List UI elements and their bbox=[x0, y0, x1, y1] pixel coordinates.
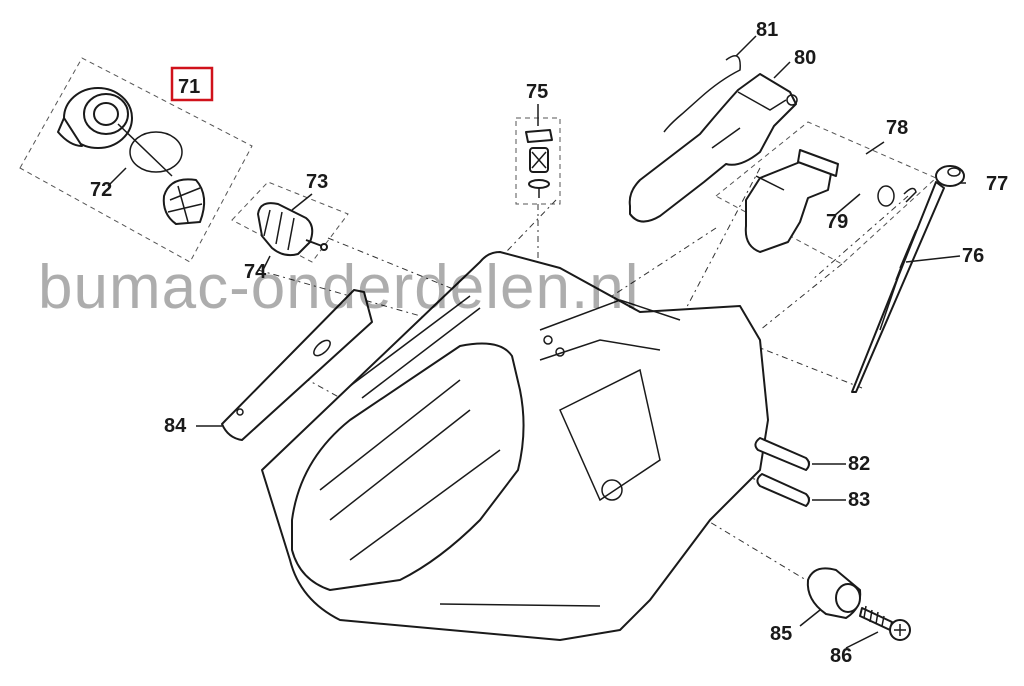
side-plate bbox=[221, 289, 373, 441]
trigger-spring bbox=[663, 55, 741, 133]
choke-rod bbox=[851, 181, 945, 393]
callout-77: 77 bbox=[986, 173, 1008, 195]
callout-84: 84 bbox=[164, 415, 187, 437]
rubber-buffer bbox=[806, 567, 862, 619]
fuel-cap bbox=[57, 87, 173, 177]
strainer-cage bbox=[162, 178, 206, 225]
callout-74: 74 bbox=[244, 261, 267, 283]
pin-83 bbox=[756, 473, 810, 507]
callout-85: 85 bbox=[770, 623, 792, 645]
callout-76: 76 bbox=[962, 245, 984, 267]
callout-75: 75 bbox=[526, 81, 548, 103]
leader-lines bbox=[107, 35, 966, 649]
highlight-box-71 bbox=[170, 66, 214, 102]
throttle-interlock bbox=[744, 149, 839, 253]
callout-79: 79 bbox=[826, 211, 848, 233]
watermark-text: bumac-onderdelen.nl bbox=[38, 253, 640, 322]
valve-assembly bbox=[525, 129, 553, 198]
callout-83: 83 bbox=[848, 489, 870, 511]
throttle-trigger bbox=[628, 73, 798, 223]
callout-82: 82 bbox=[848, 453, 870, 475]
callout-78: 78 bbox=[886, 117, 908, 139]
callout-labels: 71 72 73 74 75 76 77 78 79 80 81 82 83 8… bbox=[90, 19, 1008, 667]
callout-80: 80 bbox=[794, 47, 816, 69]
callout-71: 71 bbox=[178, 76, 200, 98]
callout-72: 72 bbox=[90, 179, 112, 201]
callout-86: 86 bbox=[830, 645, 852, 667]
choke-knob bbox=[935, 165, 965, 187]
fuel-filter bbox=[257, 202, 328, 257]
mounting-screw bbox=[859, 605, 911, 641]
callout-73: 73 bbox=[306, 171, 328, 193]
housing-handle bbox=[261, 251, 769, 641]
callout-81: 81 bbox=[756, 19, 778, 41]
cap-seal-ring bbox=[129, 131, 183, 173]
pin-82 bbox=[754, 437, 810, 471]
group-box-78-79 bbox=[715, 121, 937, 265]
retaining-clip bbox=[877, 185, 917, 207]
group-box-71-72 bbox=[19, 57, 253, 263]
